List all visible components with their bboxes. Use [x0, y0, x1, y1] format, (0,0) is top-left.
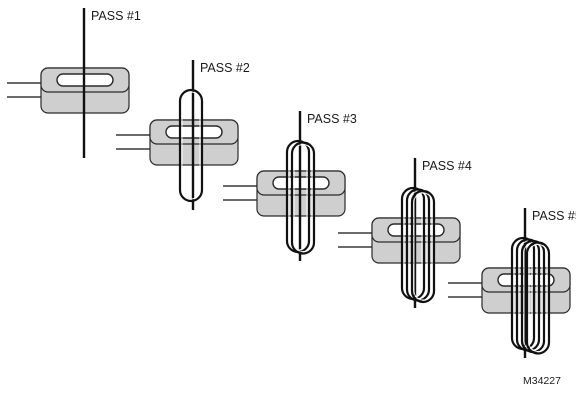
wrap-turn [525, 241, 551, 355]
pass-steps: PASS #1 PASS #2 PASS #3 PASS #4 PASS #5 [7, 8, 576, 358]
pass-label: PASS #1 [91, 9, 141, 23]
pass-label: PASS #2 [200, 61, 250, 75]
pass-step-2: PASS #2 [116, 60, 250, 210]
wrap-turn-highlight [413, 192, 433, 301]
wrap-turn-highlight [293, 144, 313, 252]
wrap-turn-highlight [181, 91, 201, 200]
pass-label: PASS #5 [532, 209, 576, 223]
pass-label: PASS #4 [422, 159, 472, 173]
wrap-turn-highlight [528, 244, 548, 352]
wrap-turn [410, 189, 436, 304]
pass-step-4: PASS #4 [338, 158, 472, 308]
wrap-turn [178, 88, 204, 203]
pass-label: PASS #3 [307, 112, 357, 126]
pass-step-3: PASS #3 [223, 111, 357, 261]
figure-id: M34227 [523, 375, 561, 387]
pass-step-5: PASS #5 [448, 208, 576, 358]
wrap-turn [290, 141, 316, 255]
pass-step-1: PASS #1 [7, 8, 141, 158]
